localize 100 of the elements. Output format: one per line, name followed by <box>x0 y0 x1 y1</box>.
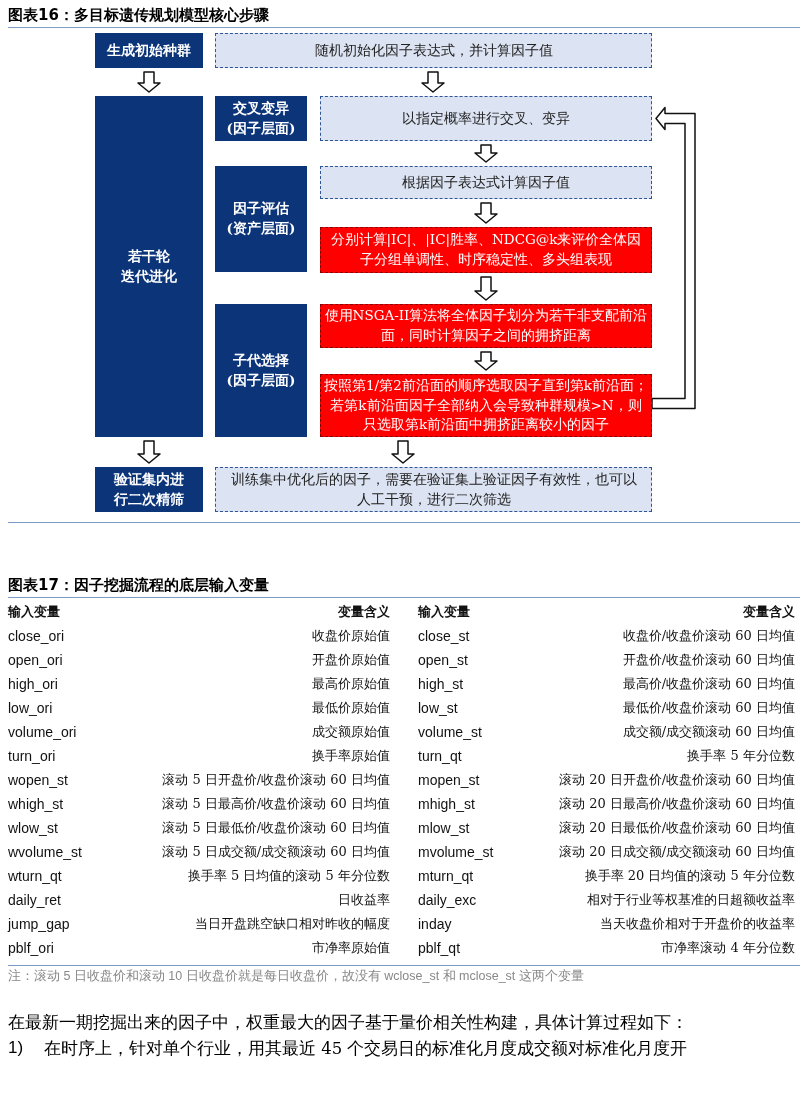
box-label: 因子评估(资产层面) <box>225 199 297 238</box>
table-title: 图表17：因子挖掘流程的底层输入变量 <box>8 576 269 595</box>
box-label: 根据因子表达式计算因子值 <box>402 172 570 192</box>
step-box <box>95 33 203 68</box>
variable-description: 滚动 20 日最高价/收盘价滚动 60 日均值 <box>559 795 795 813</box>
column-header: 变量含义 <box>338 603 390 621</box>
variable-name: wopen_st <box>8 771 68 789</box>
variable-name: inday <box>418 915 452 933</box>
variable-description: 收盘价原始值 <box>312 627 390 645</box>
variable-name: low_st <box>418 699 458 717</box>
box-label: 若干轮 <box>128 246 170 266</box>
variable-description: 换手率原始值 <box>312 747 390 765</box>
variable-description: 当日开盘跳空缺口相对昨收的幅度 <box>195 915 390 933</box>
step-box <box>215 304 307 437</box>
arrow <box>474 276 498 301</box>
variable-description: 市净率原始值 <box>312 939 390 957</box>
variable-description: 当天收盘价相对于开盘价的收益率 <box>600 915 795 933</box>
variable-name: volume_st <box>418 723 482 741</box>
variable-description: 换手率 20 日均值的滚动 5 年分位数 <box>584 867 795 885</box>
box-label: 以指定概率进行交叉、变异 <box>402 108 570 128</box>
variable-description: 滚动 5 日成交额/成交额滚动 60 日均值 <box>162 843 390 861</box>
variable-description: 滚动 5 日最高价/收盘价滚动 60 日均值 <box>162 795 390 813</box>
box-label: 子代选择(因子层面) <box>225 350 297 390</box>
variable-name: turn_qt <box>418 747 462 765</box>
box-label: 分别计算|IC|、|IC|胜率、NDCG@k来评价全体因子分组单调性、时序稳定性、多头组表现 <box>329 230 643 269</box>
variable-description: 收盘价/收盘价滚动 60 日均值 <box>622 627 795 645</box>
paragraph: 在最新一期挖掘出来的因子中，权重最大的因子基于量价相关性构建，具体计算过程如下： <box>8 1012 688 1034</box>
variable-name: mlow_st <box>418 819 470 837</box>
variable-name: pblf_ori <box>8 939 54 957</box>
variable-name: mvolume_st <box>418 843 494 861</box>
variable-name: mopen_st <box>418 771 480 789</box>
arrow <box>137 71 161 93</box>
variable-description: 日收益率 <box>338 891 390 909</box>
variable-description: 滚动 5 日最低价/收盘价滚动 60 日均值 <box>162 819 390 837</box>
variable-name: pblf_qt <box>418 939 461 957</box>
variable-name: high_st <box>418 675 464 693</box>
variable-name: turn_ori <box>8 747 56 765</box>
step-box <box>215 96 307 141</box>
arrow <box>474 144 498 163</box>
variable-description: 换手率 5 年分位数 <box>687 747 795 765</box>
variable-name: mhigh_st <box>418 795 475 813</box>
highlight-box <box>320 227 652 273</box>
box-label: 按照第1/第2前沿面的顺序选取因子直到第k前沿面；若第k前沿面因子全部纳入会导致种群规模>N，则只选取第k前沿面中拥挤距离较小的因子 <box>324 376 648 435</box>
variable-name: wlow_st <box>8 819 58 837</box>
process-box <box>215 33 652 68</box>
variable-name: wturn_qt <box>8 867 62 885</box>
variable-description: 开盘价/收盘价滚动 60 日均值 <box>622 651 795 669</box>
arrow <box>474 202 498 224</box>
variable-description: 滚动 20 日最低价/收盘价滚动 60 日均值 <box>559 819 795 837</box>
variable-description: 滚动 5 日开盘价/收盘价滚动 60 日均值 <box>162 771 390 789</box>
variable-description: 相对于行业等权基准的日超额收益率 <box>587 891 795 909</box>
variable-description: 最低价原始值 <box>312 699 390 717</box>
arrow <box>391 440 415 464</box>
variable-name: jump_gap <box>8 915 70 933</box>
process-box <box>320 166 652 199</box>
variable-name: close_ori <box>8 627 65 645</box>
box-label: 训练集中优化后的因子，需要在验证集上验证因子有效性，也可以人工干预，进行二次筛选 <box>229 469 638 509</box>
box-label: 验证集内进行二次精筛 <box>113 469 185 509</box>
variable-description: 滚动 20 日成交额/成交额滚动 60 日均值 <box>559 843 795 861</box>
variable-name: open_st <box>418 651 468 669</box>
variable-description: 最高价原始值 <box>312 675 390 693</box>
list-item-text: 在时序上，针对单个行业，用其最近 45 个交易日的标准化月度成交额对标准化月度开 <box>44 1038 688 1060</box>
table-note: 注：滚动 5 日收盘价和滚动 10 日收盘价就是每日收盘价，故没有 wclose_st 和 mclose_st 这两个变量 <box>8 968 584 985</box>
variable-description: 滚动 20 日开盘价/收盘价滚动 60 日均值 <box>559 771 795 789</box>
process-box <box>215 467 652 512</box>
column-header: 变量含义 <box>743 603 795 621</box>
box-label: 随机初始化因子表达式，并计算因子值 <box>314 40 553 60</box>
variable-name: close_st <box>418 627 470 645</box>
variable-name: wvolume_st <box>8 843 82 861</box>
figure-title: 图表16：多目标遗传规划模型核心步骤 <box>8 6 269 25</box>
variable-name: daily_exc <box>418 891 477 909</box>
step-box <box>95 96 203 437</box>
box-label: 使用NSGA-II算法将全体因子划分为若干非支配前沿面，同时计算因子之间的拥挤距离 <box>324 306 648 345</box>
column-header: 输入变量 <box>8 603 60 621</box>
box-label: 迭代进化 <box>121 266 177 286</box>
box-label: 交叉变异(因子层面) <box>225 98 297 138</box>
arrow <box>651 106 696 410</box>
box-label: 生成初始种群 <box>107 40 191 60</box>
column-header: 输入变量 <box>418 603 470 621</box>
variable-name: daily_ret <box>8 891 61 909</box>
variable-name: low_ori <box>8 699 53 717</box>
variable-description: 成交额原始值 <box>312 723 390 741</box>
variable-name: volume_ori <box>8 723 77 741</box>
variable-description: 最高价/收盘价滚动 60 日均值 <box>622 675 795 693</box>
arrow <box>137 440 161 464</box>
variable-description: 成交额/成交额滚动 60 日均值 <box>622 723 795 741</box>
step-box <box>215 166 307 272</box>
arrow <box>474 351 498 371</box>
variable-name: mturn_qt <box>418 867 474 885</box>
variable-name: whigh_st <box>8 795 64 813</box>
arrow <box>421 71 445 93</box>
variable-name: open_ori <box>8 651 63 669</box>
variable-name: high_ori <box>8 675 58 693</box>
variable-description: 开盘价原始值 <box>312 651 390 669</box>
process-box <box>320 96 652 141</box>
variable-description: 市净率滚动 4 年分位数 <box>661 939 795 957</box>
variable-description: 换手率 5 日均值的滚动 5 年分位数 <box>187 867 390 885</box>
list-number: 1) <box>8 1038 24 1058</box>
step-box <box>95 467 203 512</box>
variable-description: 最低价/收盘价滚动 60 日均值 <box>622 699 795 717</box>
